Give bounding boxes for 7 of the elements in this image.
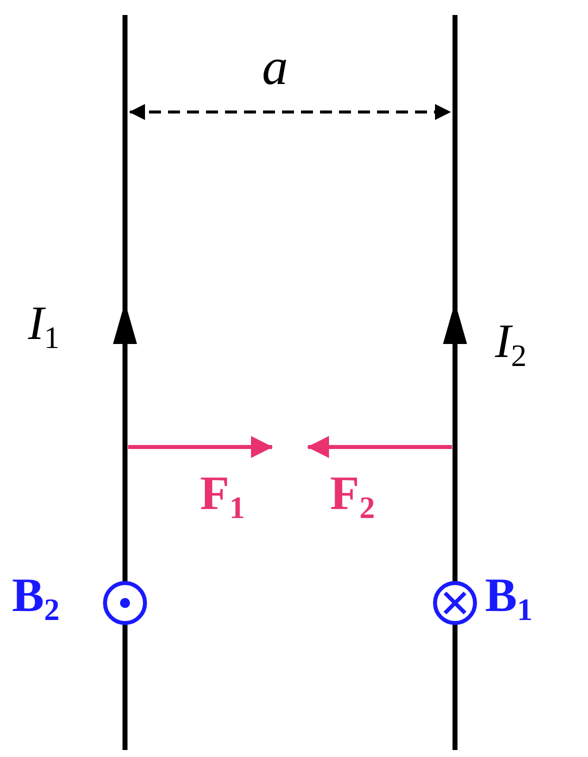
current-label: I$_{1}$ bbox=[28, 300, 60, 348]
force-label: F$_{1}$ bbox=[200, 470, 245, 518]
field-label: B$_{2}$ bbox=[12, 572, 60, 620]
force-label: F$_{2}$ bbox=[330, 470, 375, 518]
dimension-label: a bbox=[262, 42, 288, 94]
field-label: B$_{1}$ bbox=[485, 572, 533, 620]
current-label: I$_{2}$ bbox=[495, 318, 527, 366]
